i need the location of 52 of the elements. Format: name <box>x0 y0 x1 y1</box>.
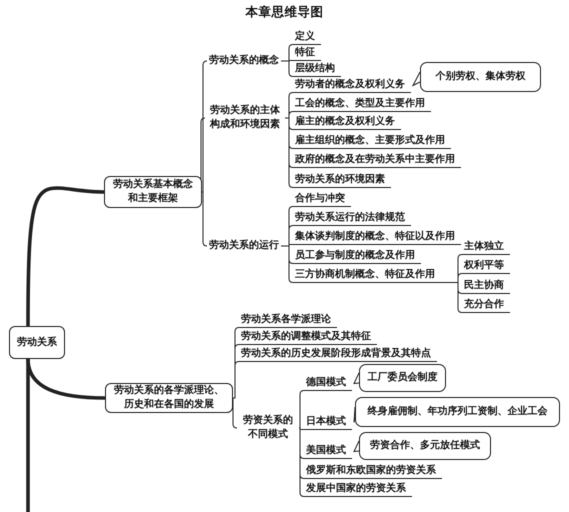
topic-label: 劳动关系的运行 <box>207 239 281 253</box>
callout-bubble: 个别劳权、集体劳权 <box>420 62 541 92</box>
connector-line <box>202 60 208 192</box>
subtopic-label: 劳动关系的环境因素 <box>293 173 391 188</box>
branch-line <box>26 359 30 512</box>
subtopic-label: 主体独立 <box>462 240 510 255</box>
subtopic-label: 劳动关系的调整模式及其特征 <box>239 330 377 345</box>
topic-box: 劳动关系的各学派理论、历史和在各国的发展 <box>105 383 233 413</box>
subtopic-label: 雇主的概念及权利义务 <box>293 115 401 130</box>
topic-label: 劳动关系的概念 <box>207 54 281 68</box>
diagram-title: 本章思维导图 <box>244 4 324 21</box>
subtopic-label: 充分合作 <box>462 298 510 313</box>
subtopic-label: 层级结构 <box>293 62 341 77</box>
subtopic-label: 雇主组织的概念、主要形式及作用 <box>293 134 451 149</box>
subtopic-label: 日本模式 <box>304 415 352 430</box>
subtopic-label: 政府的概念及在劳动关系中主要作用 <box>293 153 461 168</box>
callout-pointer <box>412 72 420 87</box>
connector-line <box>280 246 294 283</box>
subtopic-label: 劳动关系运行的法律规范 <box>293 211 411 226</box>
subtopic-label: 合作与冲突 <box>293 192 351 207</box>
subtopic-label: 三方协商机制概念、特征及作用 <box>293 268 441 283</box>
subtopic-label: 民主协商 <box>462 279 510 294</box>
subtopic-label: 权利平等 <box>462 259 510 274</box>
subtopic-label: 俄罗斯和东欧国家的劳资关系 <box>304 464 442 479</box>
subtopic-label: 发展中国家的劳资关系 <box>304 482 412 497</box>
topic-label: 劳动关系的主体构成和环境因素 <box>205 104 285 132</box>
connector-line <box>440 282 462 313</box>
callout-bubble: 终身雇佣制、年功序列工资制、企业工会 <box>355 397 560 427</box>
callout-bubble: 工厂委员会制度 <box>359 364 446 392</box>
subtopic-label: 特征 <box>293 46 321 61</box>
connector-line <box>280 60 294 77</box>
callout-pointer <box>353 440 360 452</box>
connector-line <box>298 428 304 497</box>
callout-bubble: 劳资合作、多元放任模式 <box>359 432 491 460</box>
subtopic-label: 定义 <box>293 30 321 45</box>
subtopic-label: 集体谈判制度的概念、特征以及作用 <box>293 230 461 245</box>
connector-line <box>232 361 240 398</box>
subtopic-label: 美国模式 <box>304 444 352 459</box>
connector-line <box>298 428 304 430</box>
branch-curve <box>26 186 104 326</box>
subtopic-label: 劳动者的概念及权利义务 <box>293 78 411 93</box>
subtopic-label: 劳动关系的历史发展阶段形成背景及其特点 <box>239 347 437 362</box>
subtopic-label: 劳动关系各学派理论 <box>239 313 337 328</box>
topic-label: 劳资关系的不同模式 <box>237 414 299 442</box>
subtopic-label: 员工参与制度的概念及作用 <box>293 249 421 264</box>
callout-pointer <box>353 372 360 384</box>
topic-box: 劳动关系 <box>9 326 65 359</box>
connector-line <box>298 390 304 428</box>
connector-line <box>202 192 208 246</box>
topic-box: 劳动关系基本概念和主要框架 <box>104 176 202 208</box>
subtopic-label: 工会的概念、类型及主要作用 <box>293 97 431 112</box>
subtopic-label: 德国模式 <box>304 376 352 391</box>
